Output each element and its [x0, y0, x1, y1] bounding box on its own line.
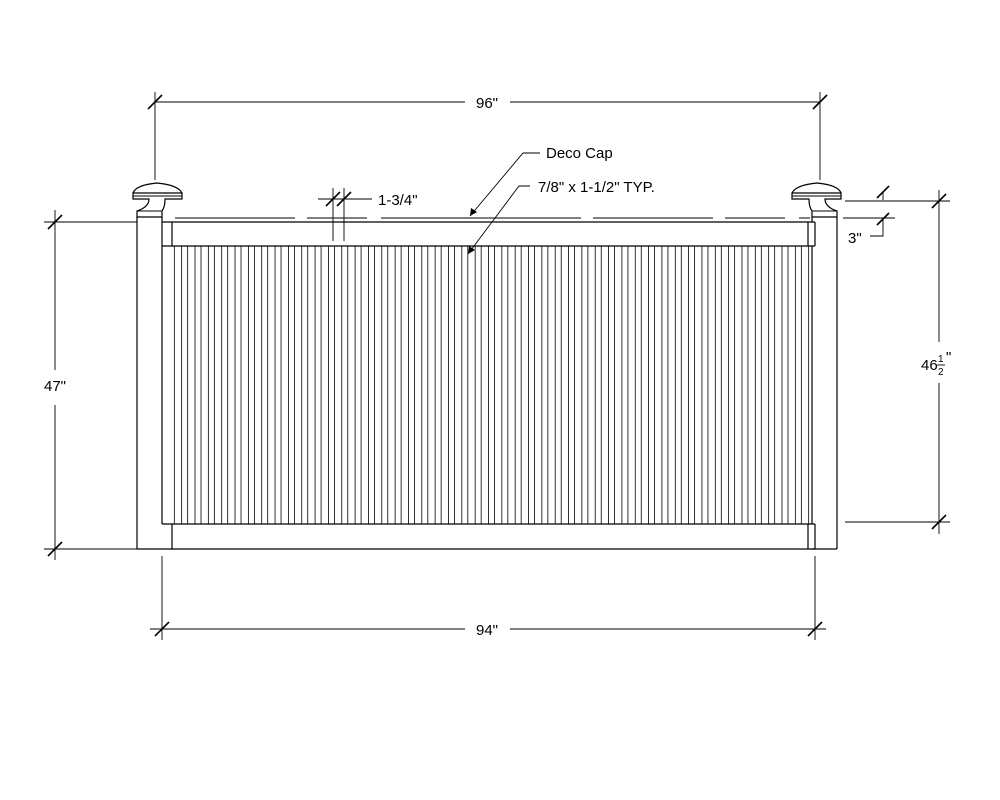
picket [280, 245, 289, 525]
dimension-rail-gap: 3" [843, 185, 895, 247]
dimension-label-46-inch: " [946, 349, 951, 366]
picket [547, 245, 556, 525]
picket [213, 245, 223, 525]
picket [654, 245, 663, 525]
right-post [811, 217, 838, 550]
dimension-label-46-whole: 46 [921, 357, 938, 374]
picket [467, 245, 476, 525]
picket [534, 245, 543, 525]
picket [800, 245, 810, 525]
picket [454, 245, 463, 525]
callout-picket-size: 7/8" x 1-1/2" TYP. [467, 179, 655, 255]
right-deco-cap [791, 182, 842, 218]
picket [707, 245, 716, 525]
picket [614, 245, 623, 525]
picket [627, 245, 636, 525]
picket [760, 245, 770, 525]
picket [574, 245, 583, 525]
picket [187, 245, 196, 525]
picket [387, 245, 396, 525]
picket [400, 245, 409, 525]
picket [720, 245, 730, 525]
picket [734, 245, 743, 525]
picket [560, 245, 569, 525]
picket [667, 245, 676, 525]
picket [747, 245, 756, 525]
dimension-label-96: 96" [476, 95, 498, 112]
picket [600, 245, 609, 525]
dimension-label-47: 47" [44, 378, 66, 395]
picket [267, 245, 276, 525]
picket [440, 245, 449, 525]
picket [520, 245, 529, 525]
picket [494, 245, 503, 525]
dimension-panel-width: 94" [150, 556, 826, 640]
picket [787, 245, 796, 525]
picket [774, 245, 783, 525]
picket [307, 245, 316, 525]
left-post [136, 217, 163, 550]
picket [680, 245, 690, 525]
picket [480, 245, 489, 525]
picket [694, 245, 703, 525]
dimension-label-1-3-4: 1-3/4" [378, 192, 418, 209]
dimension-picket-spacing: 1-3/4" [318, 188, 418, 241]
picket [347, 245, 356, 525]
picket [360, 245, 369, 525]
left-deco-cap [132, 182, 183, 218]
top-rail [161, 217, 816, 247]
bottom-rail [162, 523, 816, 550]
picket [200, 245, 209, 525]
picket [320, 245, 329, 525]
dimension-panel-height: 46 1 2 " [845, 190, 951, 534]
callout-label-deco-cap: Deco Cap [546, 145, 613, 162]
picket [507, 245, 516, 525]
dimension-label-94: 94" [476, 622, 498, 639]
pickets [173, 245, 810, 525]
dimension-overall-width: 96" [147, 92, 828, 180]
picket [173, 245, 183, 525]
picket [587, 245, 596, 525]
picket [240, 245, 249, 525]
picket [334, 245, 343, 525]
picket [253, 245, 263, 525]
dimension-label-46-denominator: 2 [938, 367, 944, 378]
picket [374, 245, 383, 525]
dimension-post-height: 47" [44, 210, 137, 560]
dimension-label-46-numerator: 1 [938, 354, 944, 365]
picket [293, 245, 303, 525]
dimension-label-3: 3" [848, 230, 862, 247]
picket [427, 245, 436, 525]
picket [414, 245, 423, 525]
picket [227, 245, 236, 525]
picket [640, 245, 649, 525]
callout-deco-cap: Deco Cap [469, 145, 613, 217]
callout-label-picket-size: 7/8" x 1-1/2" TYP. [538, 179, 655, 196]
